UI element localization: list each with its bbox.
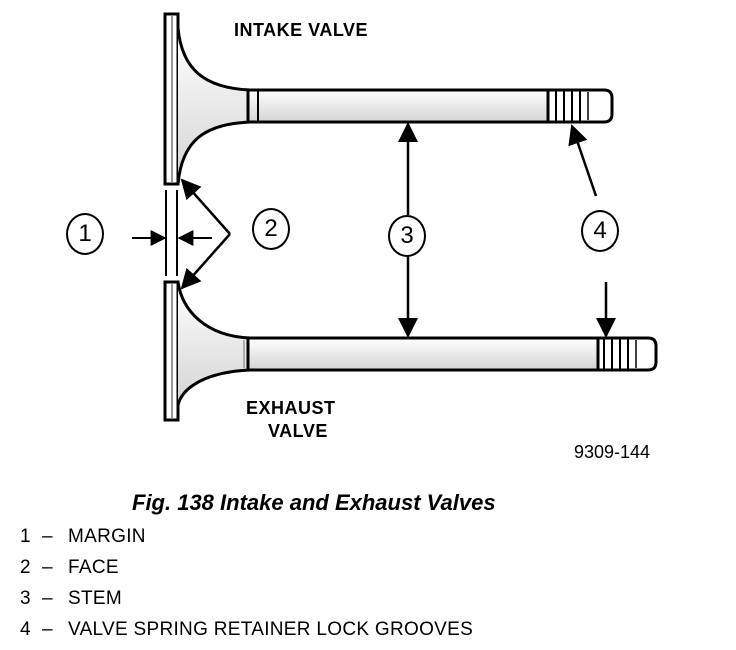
exhaust-valve-label-line2: VALVE: [268, 421, 328, 441]
face-leaders: [180, 178, 231, 290]
legend-dash: –: [42, 619, 53, 640]
face-arrow-exhaust: [180, 233, 231, 290]
figure-code: 9309-144: [574, 442, 651, 462]
legend-item: 2–FACE: [20, 557, 473, 588]
exhaust-valve-fillet: [176, 281, 252, 406]
legend-number: 2: [20, 557, 31, 578]
legend-dash: –: [42, 526, 53, 547]
figure-caption: Fig. 138 Intake and Exhaust Valves: [132, 490, 496, 515]
legend-text: VALVE SPRING RETAINER LOCK GROOVES: [68, 619, 474, 640]
legend-text: FACE: [68, 557, 119, 578]
legend-number: 1: [20, 526, 31, 547]
legend-text: STEM: [68, 588, 122, 609]
legend-text: MARGIN: [68, 526, 146, 547]
intake-valve-fillet: [176, 27, 252, 185]
face-arrow-intake: [180, 178, 231, 235]
legend-item: 4–VALVE SPRING RETAINER LOCK GROOVES: [20, 619, 473, 650]
intake-valve-stem: [246, 88, 550, 124]
intake-valve-label: INTAKE VALVE: [234, 20, 369, 40]
legend-number: 4: [20, 619, 31, 640]
legend-list: 1–MARGIN 2–FACE 3–STEM 4–VALVE SPRING RE…: [20, 526, 473, 650]
margin-dimension: [132, 190, 212, 276]
legend-dash: –: [42, 557, 53, 578]
valve-diagram: [132, 12, 658, 422]
groove-leaders: [568, 124, 616, 338]
exhaust-valve-label-line1: EXHAUST: [246, 398, 336, 418]
legend-item: 1–MARGIN: [20, 526, 473, 557]
callout-2: 2: [252, 208, 290, 250]
callout-4: 4: [581, 210, 619, 252]
exhaust-valve-stem: [246, 336, 600, 372]
callout-1: 1: [66, 213, 104, 255]
groove-arrow-intake: [568, 124, 598, 197]
exhaust-valve: [163, 280, 658, 422]
legend-number: 3: [20, 588, 31, 609]
callout-3: 3: [388, 215, 426, 257]
intake-valve: [163, 12, 614, 186]
legend-dash: –: [42, 588, 53, 609]
legend-item: 3–STEM: [20, 588, 473, 619]
